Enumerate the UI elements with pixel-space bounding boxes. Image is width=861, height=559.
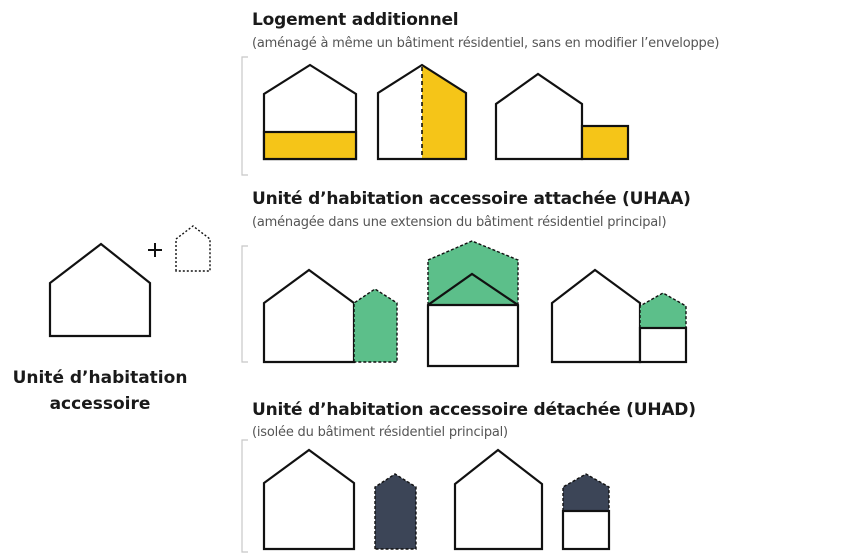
bracket-logement-additionnel xyxy=(241,56,248,176)
accessory-unit-concept-icon xyxy=(48,225,211,338)
plus-icon xyxy=(148,243,162,257)
dotted-accessory-house-icon xyxy=(175,225,211,272)
accessory-unit-label-line1: Unité d’habitation xyxy=(12,368,188,388)
section-subtitle-uhad: (isolée du bâtiment résidentiel principa… xyxy=(252,425,508,440)
section-subtitle-logement-additionnel: (aménagé à même un bâtiment résidentiel,… xyxy=(252,36,720,51)
main-house-icon xyxy=(48,242,152,338)
bracket-uhaa xyxy=(241,245,248,363)
section-subtitle-uhaa: (aménagée dans une extension du bâtiment… xyxy=(252,215,667,230)
uhad-house-1 xyxy=(262,448,417,551)
section-title-uhad: Unité d’habitation accessoire détachée (… xyxy=(252,400,696,420)
uhad-house-2 xyxy=(453,448,611,551)
logement-additionnel-house-1 xyxy=(262,63,358,161)
accessory-unit-label: Unité d’habitation accessoire xyxy=(0,365,200,417)
bracket-uhad xyxy=(241,439,248,553)
uhaa-house-3 xyxy=(550,268,688,364)
section-title-uhaa: Unité d’habitation accessoire attachée (… xyxy=(252,189,691,209)
accessory-unit-label-line2: accessoire xyxy=(49,394,151,414)
uhaa-house-2 xyxy=(426,240,520,368)
section-title-logement-additionnel: Logement additionnel xyxy=(252,10,459,30)
uhaa-house-1 xyxy=(262,268,398,364)
logement-additionnel-house-3 xyxy=(494,72,630,161)
logement-additionnel-house-2 xyxy=(376,63,468,161)
